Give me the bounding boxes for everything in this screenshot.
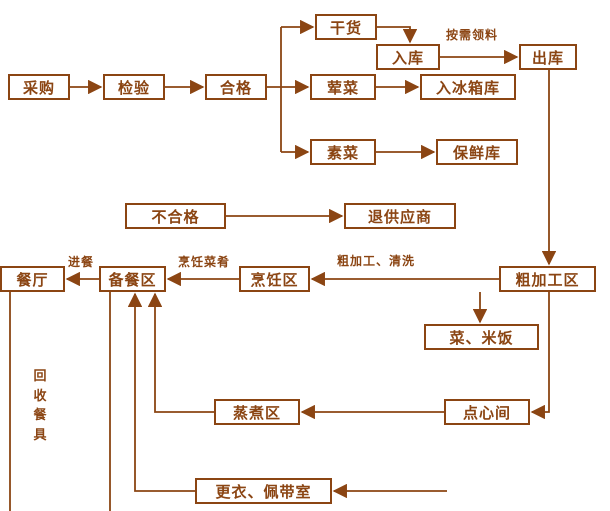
node-changing-room: 更衣、佩带室 <box>195 478 332 504</box>
node-cooking-area: 烹饪区 <box>239 266 310 292</box>
node-pastry-room: 点心间 <box>444 399 530 425</box>
edge-cujiagongqu-dianxinjian <box>530 292 550 420</box>
node-dining-hall: 餐厅 <box>0 266 65 292</box>
node-rough-processing-area: 粗加工区 <box>499 266 596 292</box>
edge-ganhuo-ruku <box>377 26 418 44</box>
label-dining: 进餐 <box>68 255 95 269</box>
node-fresh-storage: 保鲜库 <box>436 139 518 165</box>
label-requisition-as-needed: 按需领料 <box>446 28 499 42</box>
node-procurement: 采购 <box>8 74 70 100</box>
node-unqualified: 不合格 <box>125 203 226 229</box>
node-into-storage: 入库 <box>376 44 440 70</box>
node-steaming-area: 蒸煮区 <box>214 399 300 425</box>
node-inspection: 检验 <box>103 74 165 100</box>
node-meal-prep-area: 备餐区 <box>99 266 166 292</box>
node-qualified: 合格 <box>205 74 267 100</box>
label-rough-process-washing: 粗加工、清洗 <box>337 254 416 268</box>
node-out-storage: 出库 <box>519 44 577 70</box>
node-vegetable-dishes: 素菜 <box>310 139 376 165</box>
edge-hege-branch-trunk <box>267 27 282 152</box>
node-dishes-rice: 菜、米饭 <box>424 324 539 350</box>
label-cooked-dishes: 烹饪菜肴 <box>178 255 231 269</box>
node-dry-goods: 干货 <box>315 14 377 40</box>
node-meat-dishes: 荤菜 <box>310 74 376 100</box>
node-fridge-storage: 入冰箱库 <box>420 74 516 100</box>
edge-zhengzhuqu-beicanqu <box>147 292 214 413</box>
label-recycle-tableware: 回 收 餐 具 <box>33 369 47 443</box>
edge-gengyi-beicanqu <box>127 292 195 492</box>
node-return-supplier: 退供应商 <box>344 203 456 229</box>
